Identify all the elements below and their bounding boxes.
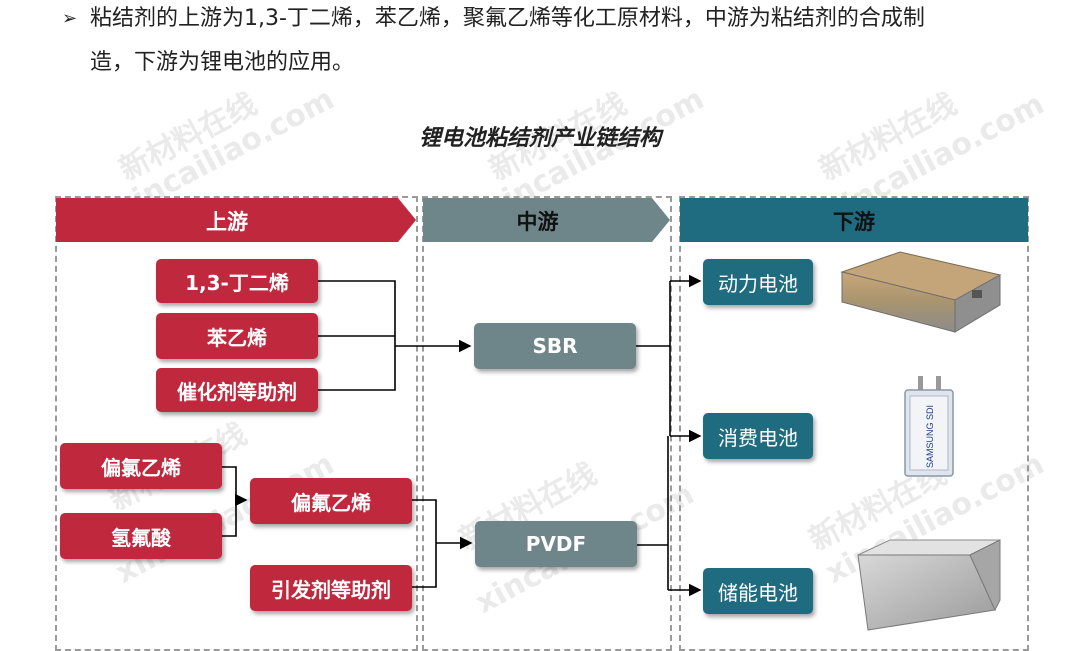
upstream-section <box>55 196 418 651</box>
downstream-label: 下游 <box>833 210 875 234</box>
node-power-battery: 动力电池 <box>703 259 813 305</box>
node-styrene: 苯乙烯 <box>156 313 318 359</box>
midstream-section <box>422 196 672 651</box>
connector-catalyst <box>318 346 396 391</box>
midstream-banner <box>423 198 670 242</box>
node-hydrofluoric-acid: 氢氟酸 <box>60 513 222 559</box>
consumer-battery-image: SAMSUNG SDI <box>904 376 954 477</box>
node-catalyst-aids: 催化剂等助剂 <box>156 368 318 412</box>
intro-line-2: 造，下游为锂电池的应用。 <box>90 50 355 75</box>
upstream-label: 上游 <box>206 210 248 234</box>
power-battery-image <box>840 251 1002 333</box>
connector-initiator <box>412 543 437 588</box>
downstream-section <box>679 196 1029 651</box>
downstream-banner <box>680 198 1028 242</box>
connector-butadiene <box>318 280 396 346</box>
connector-hf <box>222 500 237 537</box>
node-sbr: SBR <box>474 323 636 369</box>
connector-vcd-raw <box>222 466 237 500</box>
connector-vdf <box>412 499 437 543</box>
node-butadiene: 1,3-丁二烯 <box>156 259 318 303</box>
node-storage-battery: 储能电池 <box>703 568 813 614</box>
diagram-title: 锂电池粘结剂产业链结构 <box>418 126 661 151</box>
bullet-icon: ➢ <box>62 8 78 29</box>
node-initiator-aids: 引发剂等助剂 <box>250 565 412 611</box>
node-consumer-battery: 消费电池 <box>703 413 813 459</box>
node-vinylidene-fluoride: 偏氟乙烯 <box>250 478 412 524</box>
node-vinylidene-chloride: 偏氯乙烯 <box>60 443 222 489</box>
cell-brand-label: SAMSUNG SDI <box>925 405 935 468</box>
upstream-banner <box>56 198 416 242</box>
storage-battery-image <box>857 539 1001 631</box>
intro-line-1: 粘结剂的上游为1,3-丁二烯，苯乙烯，聚氟乙烯等化工原材料，中游为粘结剂的合成制 <box>90 6 925 31</box>
node-pvdf: PVDF <box>475 521 637 567</box>
midstream-label: 中游 <box>516 210 559 234</box>
